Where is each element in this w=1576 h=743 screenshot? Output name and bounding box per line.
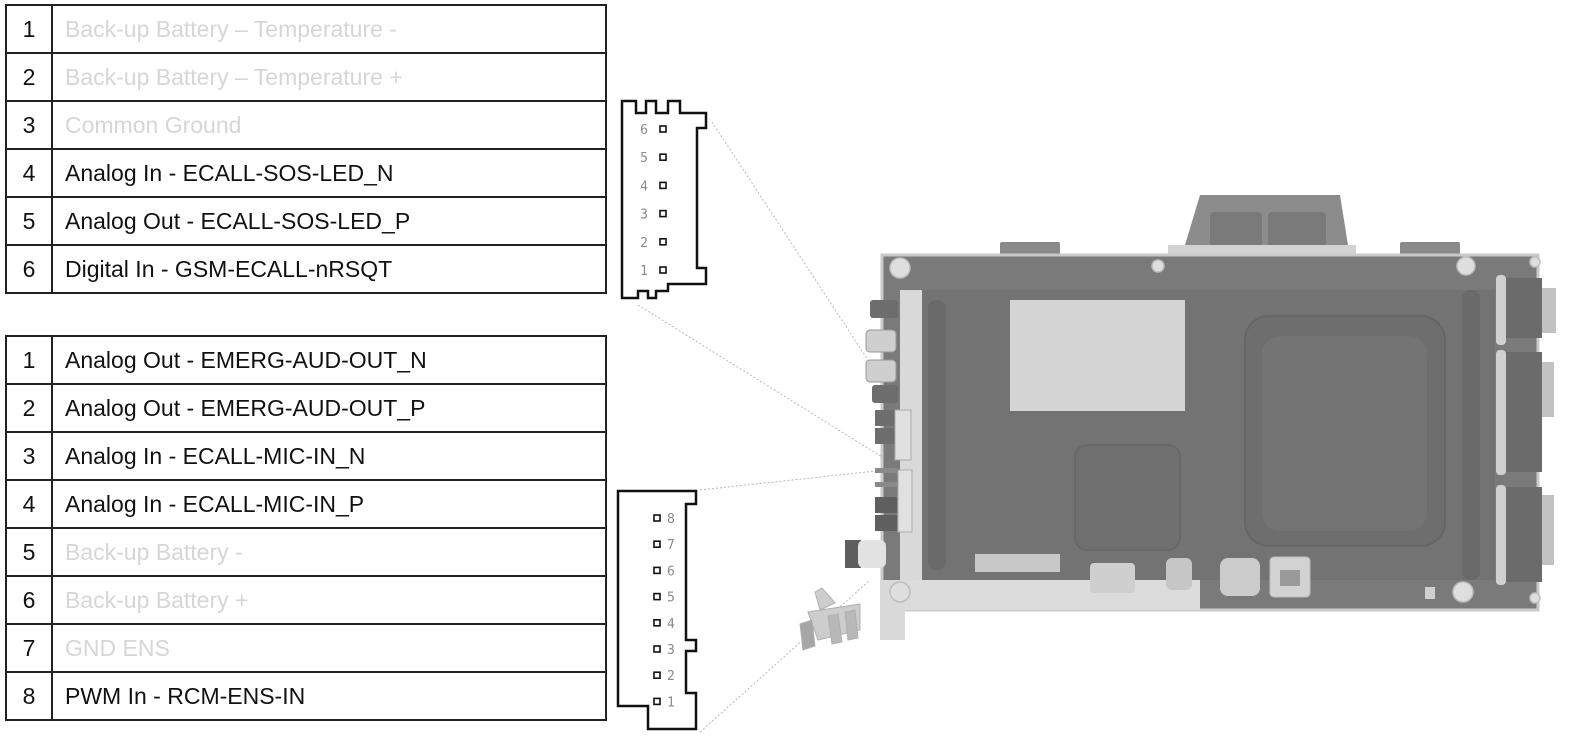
connector-6pin-outline xyxy=(620,99,708,300)
ecall-module-illustration xyxy=(799,195,1556,651)
connector-pin-label: 8 xyxy=(667,512,675,527)
connector-pin-label: 2 xyxy=(640,236,648,251)
pin-signal-unused: Back-up Battery + xyxy=(51,575,607,625)
connector-pin-contact xyxy=(653,514,661,522)
connector-pin-label: 5 xyxy=(667,591,675,606)
connector-pin-label: 2 xyxy=(667,669,675,684)
pin-signal: Analog In - ECALL-SOS-LED_N xyxy=(51,148,607,198)
pin-signal: Analog Out - EMERG-AUD-OUT_P xyxy=(51,383,607,433)
connector-pin-label: 4 xyxy=(640,179,648,194)
connector-pin-label: 5 xyxy=(640,151,648,166)
connector-pin-contact xyxy=(653,697,661,706)
pin-number: 6 xyxy=(5,244,53,294)
pin-number: 4 xyxy=(5,148,53,198)
pin-number: 5 xyxy=(5,196,53,246)
connector-pin-contact xyxy=(659,238,667,246)
connector-pin-label: 6 xyxy=(667,564,675,579)
pin-signal: Digital In - GSM-ECALL-nRSQT xyxy=(51,244,607,294)
label-panel xyxy=(1010,300,1185,411)
pin-signal: PWM In - RCM-ENS-IN xyxy=(51,671,607,721)
connector-pin-label: 3 xyxy=(640,208,648,223)
pin-number: 1 xyxy=(5,335,53,385)
connector-pin-contact xyxy=(659,181,667,190)
pin-number: 6 xyxy=(5,575,53,625)
connector-pin-label: 4 xyxy=(667,617,675,632)
connector-pin-contact xyxy=(653,671,661,680)
leader-line-6pin-top xyxy=(711,121,869,361)
pin-number: 8 xyxy=(5,671,53,721)
connector-pin-contact xyxy=(659,125,667,133)
connector-pin-contact xyxy=(659,153,667,161)
pin-signal: Analog In - ECALL-MIC-IN_N xyxy=(51,431,607,481)
pin-signal-unused: Back-up Battery - xyxy=(51,527,607,577)
pin-signal-unused: Back-up Battery – Temperature + xyxy=(51,52,607,102)
pin-number: 7 xyxy=(5,623,53,673)
connector-pin-label: 3 xyxy=(667,643,675,658)
leader-line-6pin-bottom xyxy=(637,304,891,463)
connector-8pin-diagram: 8 7 6 5 4 3 2 1 xyxy=(616,489,698,731)
pin-signal-unused: Common Ground xyxy=(51,100,607,150)
pin-number: 2 xyxy=(5,383,53,433)
pin-signal: Analog In - ECALL-MIC-IN_P xyxy=(51,479,607,529)
pin-number: 2 xyxy=(5,52,53,102)
leader-lines xyxy=(637,121,891,733)
pin-signal-unused: GND ENS xyxy=(51,623,607,673)
pin-signal-unused: Back-up Battery – Temperature - xyxy=(51,4,607,54)
connector-pin-label: 1 xyxy=(667,695,675,710)
pin-number: 1 xyxy=(5,4,53,54)
connector-pin-contact xyxy=(653,592,661,601)
connector-pin-contact xyxy=(659,209,667,218)
connector-pin-contact xyxy=(653,566,661,575)
connector-pin-label: 7 xyxy=(667,538,675,553)
left-connectors xyxy=(845,300,913,568)
connector-pin-contact xyxy=(659,266,667,274)
connector-8pin-outline xyxy=(616,489,698,731)
screws xyxy=(889,256,1541,604)
pin-signal: Analog Out - ECALL-SOS-LED_P xyxy=(51,196,607,246)
mounting-foot xyxy=(799,587,861,651)
right-connectors xyxy=(1496,275,1556,585)
pin-number: 4 xyxy=(5,479,53,529)
leader-line-8pin-bottom xyxy=(699,579,871,733)
pin-number: 3 xyxy=(5,100,53,150)
connector-6pin-diagram: 6 5 4 3 2 1 xyxy=(620,99,708,300)
pin-signal: Analog Out - EMERG-AUD-OUT_N xyxy=(51,335,607,385)
pin-number: 5 xyxy=(5,527,53,577)
connector-pin-label: 1 xyxy=(640,264,648,279)
connector-pin-contact xyxy=(653,645,661,653)
connector-pin-contact xyxy=(653,540,661,549)
connector-pin-contact xyxy=(653,618,661,627)
pin-number: 3 xyxy=(5,431,53,481)
connector-pin-label: 6 xyxy=(640,123,648,138)
leader-line-8pin-top xyxy=(699,469,886,491)
